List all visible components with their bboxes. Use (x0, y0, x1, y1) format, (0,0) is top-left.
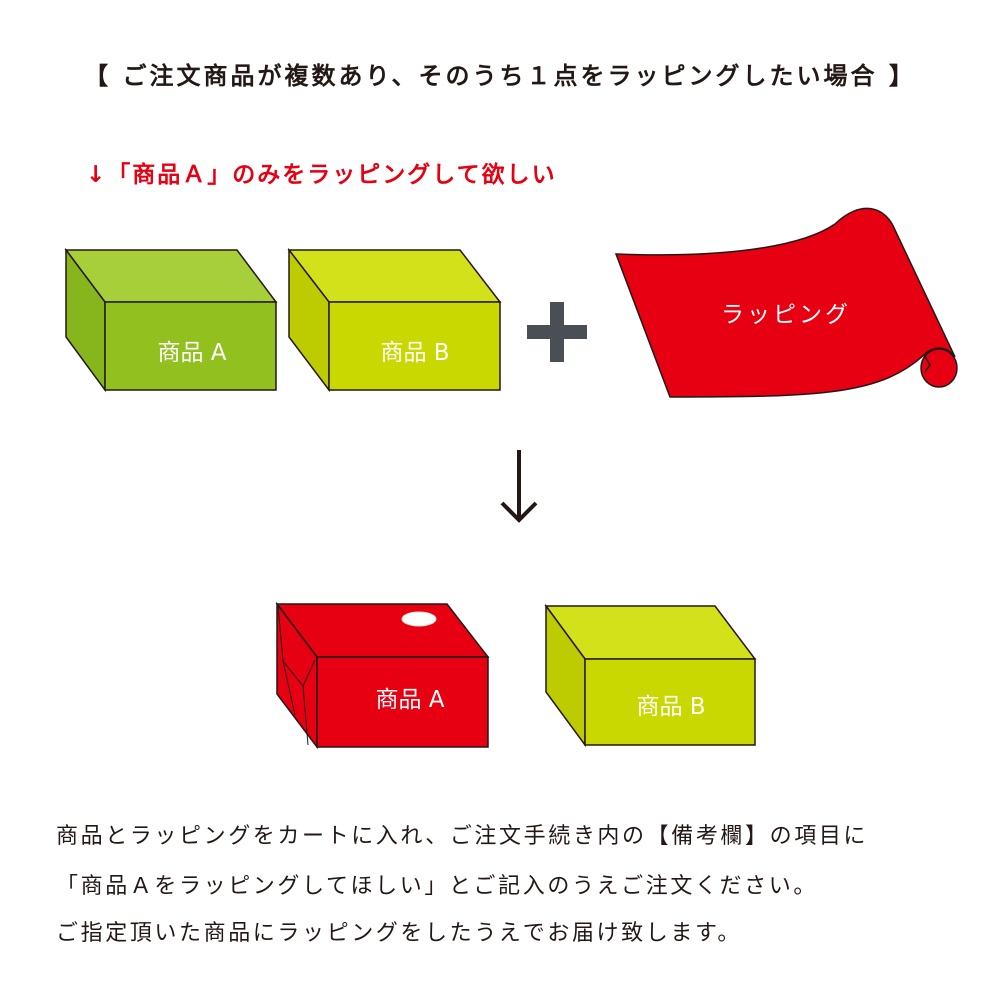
down-arrow-icon (500, 450, 538, 523)
wrapped-product-a-label: 商品 A (375, 687, 444, 713)
product-b-after-label: 商品 B (636, 694, 705, 720)
product-b-label: 商品 B (380, 340, 449, 366)
ribbon-sticker (401, 611, 437, 627)
wrapping-paper: ラッピング (614, 207, 958, 398)
box-product-b: 商品 B (287, 247, 502, 393)
instruction-line-1: 商品とラッピングをカートに入れ、ご注文手続き内の【備考欄】の項目に (56, 824, 869, 849)
instruction-line-3: ご指定頂いた商品にラッピングをしたうえでお届け致します。 (56, 921, 742, 946)
wrapped-box-product-a: 商品 A (275, 601, 490, 750)
product-a-label: 商品 A (157, 340, 226, 366)
box-product-a: 商品 A (64, 247, 278, 393)
wrapping-label: ラッピング (721, 302, 851, 328)
instruction-line-2: 「商品Ａをラッピングしてほしい」とご記入のうえご注文ください。 (56, 874, 818, 899)
plus-icon (527, 302, 587, 362)
box-product-b-after: 商品 B (544, 603, 757, 748)
page-title: 【 ご注文商品が複数あり、そのうち１点をラッピングしたい場合 】 (84, 62, 916, 90)
subtitle: ↓「商品Ａ」のみをラッピングして欲しい (86, 162, 557, 188)
